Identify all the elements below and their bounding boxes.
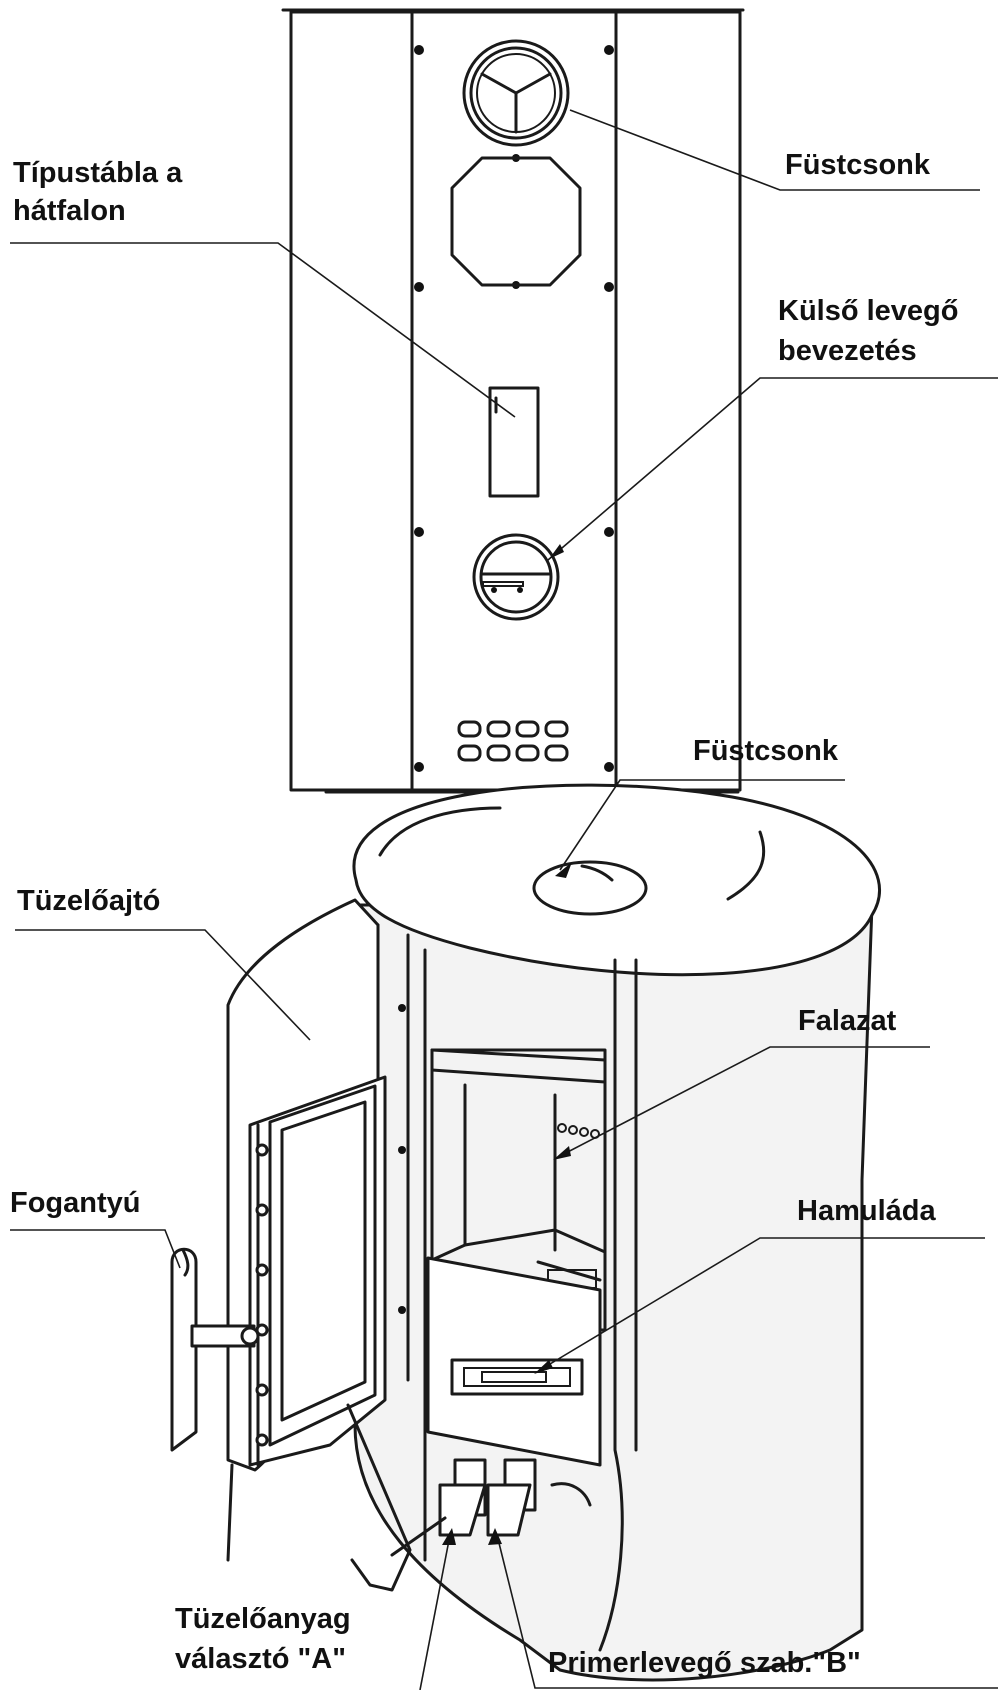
right-side-panel-edge: [598, 958, 624, 1652]
label-handle: Fogantyú: [10, 1187, 141, 1219]
rear-panel-screws: [414, 45, 614, 772]
leader-fire-door: [15, 929, 311, 1041]
top-rim-right: [726, 830, 766, 901]
selector-rod: [390, 1516, 447, 1557]
arrowhead-fuel-selector: [442, 1528, 456, 1545]
label-fuel-selector-line1: Tüzelőanyag: [175, 1603, 351, 1635]
lining-air-holes: [557, 1123, 600, 1139]
rear-flue-outlet: [462, 39, 570, 147]
leader-rear-flue: [569, 109, 980, 191]
arrowhead-external-air: [549, 544, 564, 559]
front-lower-panel: [346, 1403, 412, 1592]
primary-air-b: [486, 1458, 537, 1537]
label-rear-flue-outlet: Füstcsonk: [785, 149, 931, 181]
leader-external-air: [547, 377, 998, 561]
jamb-screws: [398, 1004, 406, 1314]
door-handle: [170, 1247, 260, 1452]
label-rating-plate-line1: Típustábla a: [13, 157, 183, 189]
top-rim-left: [378, 806, 502, 857]
leader-lining: [559, 1046, 930, 1157]
leader-fuel-selector: [419, 1534, 451, 1690]
flue-outlet-highlight: [580, 864, 614, 882]
leader-ash-drawer: [539, 1237, 985, 1371]
door-hinge-bolts: [255, 1143, 269, 1447]
label-external-air-line1: Külső levegő: [778, 295, 959, 327]
rear-vent-slots: [457, 720, 569, 762]
rear-back-panel: [410, 10, 618, 792]
label-rating-plate-line2: hátfalon: [13, 195, 126, 227]
front-flue-outlet: [532, 860, 648, 916]
label-front-flue-outlet: Füstcsonk: [693, 735, 839, 767]
leader-primary-air: [496, 1534, 998, 1689]
right-lower-bracket: [550, 1482, 592, 1507]
rear-view: Füstcsonk Típustábla a hátfalon Külső le…: [10, 8, 998, 794]
leader-front-flue: [559, 779, 845, 871]
fire-door: [226, 898, 387, 1562]
arrowhead-primary-air: [488, 1528, 502, 1545]
arrowhead-front-flue: [555, 862, 572, 878]
label-primary-air: Primerlevegő szab."B": [548, 1647, 861, 1679]
leader-handle: [10, 1229, 181, 1269]
label-ash-drawer: Hamuláda: [797, 1195, 936, 1227]
label-lining: Falazat: [798, 1005, 897, 1037]
label-fire-door: Tüzelőajtó: [17, 885, 160, 917]
rear-rating-plate: [488, 386, 540, 498]
fuel-selector-a: [438, 1458, 487, 1537]
label-external-air-line2: bevezetés: [778, 335, 917, 367]
rear-external-air-inlet: [472, 533, 560, 621]
front-view: Füstcsonk Tüzelőajtó Falazat Fogantyú Ha…: [10, 735, 998, 1690]
label-fuel-selector-line2: választó "A": [175, 1643, 346, 1675]
arrowhead-lining: [553, 1146, 571, 1160]
arrowhead-ash-drawer: [534, 1360, 553, 1374]
firebox: [430, 1048, 607, 1332]
door-lower-edge: [226, 1463, 234, 1562]
ash-drawer: [426, 1256, 602, 1467]
rear-access-cover: [450, 156, 582, 287]
leader-rating-plate: [10, 242, 516, 418]
